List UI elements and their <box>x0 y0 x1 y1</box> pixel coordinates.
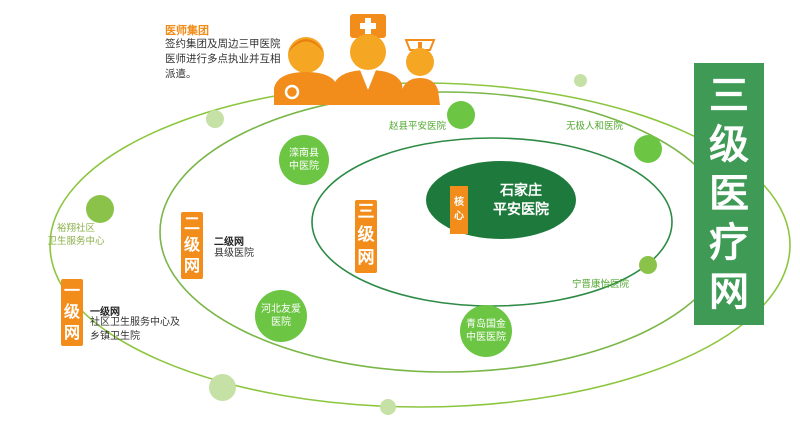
qingdao-node-line: 中医医院 <box>466 332 506 343</box>
hebei-node-line: 医院 <box>271 317 291 328</box>
three-tier-network-panel: 三 级 医 疗 网 <box>694 63 764 325</box>
qingdao-node-line: 青岛国金 <box>466 319 506 330</box>
core-name-line: 平安医院 <box>493 202 549 218</box>
decorative-dot <box>86 195 114 223</box>
yuxiang-label-line: 裕翔社区 <box>56 223 95 234</box>
panel-char: 三 <box>709 72 749 119</box>
tier1-badge-char: 级 <box>63 302 80 321</box>
tier1-description: 社区卫生服务中心及 乡镇卫生院 <box>90 316 180 344</box>
tier2-badge-char: 网 <box>183 256 200 275</box>
tier2-badge: 二 级 网 <box>181 212 203 279</box>
zhaoxian-node <box>447 101 475 129</box>
luannan-node-line: 中医院 <box>289 161 319 172</box>
decorative-dot <box>209 374 236 401</box>
doctor-group-description: 签约集团及周边三甲医院 医师进行多点执业并互相 派遣。 <box>165 37 281 82</box>
doctor-group-title: 医师集团 <box>165 24 209 37</box>
tier3-badge-char: 三 <box>357 202 375 222</box>
zhaoxian-label: 赵县平安医院 <box>389 121 447 132</box>
doctor-group-desc-line: 派遣。 <box>165 68 197 80</box>
tier2-description: 县级医院 <box>214 248 254 259</box>
decorative-dot <box>380 399 396 415</box>
tier3-badge-char: 网 <box>357 248 375 268</box>
tier2-badge-char: 级 <box>183 235 200 254</box>
yuxiang-label-line: 卫生服务中心 <box>47 236 105 247</box>
tier1-desc-line: 社区卫生服务中心及 <box>90 317 180 328</box>
luannan-node: 滦南县 中医院 <box>279 135 329 185</box>
wuji-node <box>634 135 662 163</box>
decorative-dot <box>206 110 224 128</box>
tier1-badge-char: 网 <box>63 323 80 342</box>
ningjin-label: 宁晋康怡医院 <box>572 279 630 290</box>
doctors-icon <box>274 14 440 105</box>
middle-ring <box>159 91 731 373</box>
core-name-line: 石家庄 <box>500 183 542 199</box>
core-badge-char: 心 <box>454 211 464 222</box>
tier1-badge: 一 级 网 <box>61 279 83 346</box>
luannan-node-line: 滦南县 <box>289 148 319 159</box>
hebei-node-line: 河北友爱 <box>261 304 301 315</box>
panel-char: 级 <box>709 121 749 168</box>
tier1-title: 一级网 <box>90 307 120 318</box>
panel-char: 医 <box>709 170 749 217</box>
doctor-group-desc-line: 医师进行多点执业并互相 <box>165 53 281 65</box>
panel-char: 疗 <box>709 219 749 266</box>
qingdao-node: 青岛国金 中医医院 <box>460 305 512 357</box>
core-hospital-name: 石家庄 平安医院 <box>476 182 566 220</box>
tier2-title: 二级网 <box>214 237 244 248</box>
tier3-badge: 三 级 网 <box>355 200 377 273</box>
yuxiang-label: 裕翔社区 卫生服务中心 <box>40 222 112 248</box>
panel-char: 网 <box>709 268 749 315</box>
doctor-group-desc-line: 签约集团及周边三甲医院 <box>165 38 281 50</box>
tier2-badge-char: 二 <box>183 214 200 233</box>
core-badge: 核 心 <box>450 186 468 234</box>
tier1-desc-line: 乡镇卫生院 <box>90 331 140 342</box>
hebei-node: 河北友爱 医院 <box>255 290 307 342</box>
wuji-label: 无极人和医院 <box>566 121 624 132</box>
tier1-badge-char: 一 <box>63 281 80 300</box>
tier3-badge-char: 级 <box>357 225 375 245</box>
decorative-dot <box>574 74 587 87</box>
core-badge-char: 核 <box>454 197 464 208</box>
ningjin-node <box>639 256 657 274</box>
